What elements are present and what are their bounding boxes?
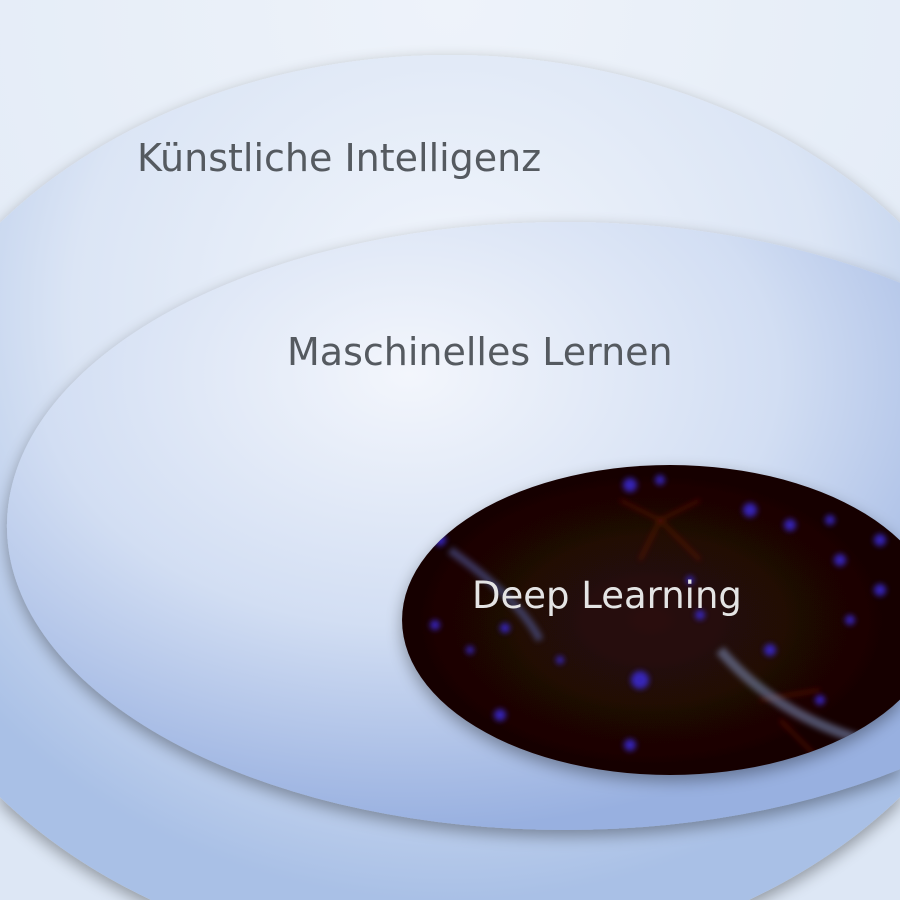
ellipse-deep-learning	[402, 465, 900, 775]
label-kuenstliche-intelligenz: Künstliche Intelligenz	[137, 136, 541, 180]
label-maschinelles-lernen: Maschinelles Lernen	[287, 330, 673, 374]
label-deep-learning: Deep Learning	[472, 574, 742, 617]
